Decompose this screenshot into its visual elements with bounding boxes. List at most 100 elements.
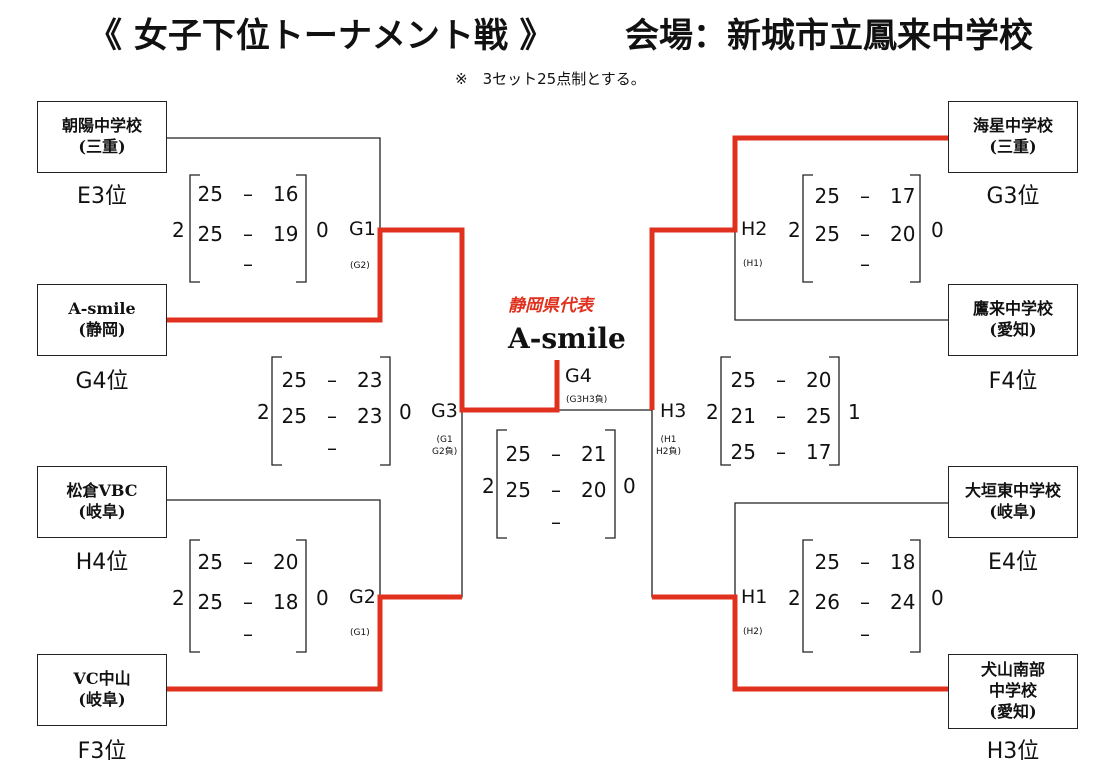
team-pref: (岐阜) [78,690,126,709]
champion-name: A-smile [508,322,626,355]
h1-sub: (H2) [743,627,763,637]
team-rank: F4位 [988,369,1038,394]
team-box-t2: A-smile (静岡) [37,284,167,356]
g3-sub: (G1 G2負) [432,435,457,458]
team-box-t5: 海星中学校 (三重) [948,101,1078,173]
g3-set1: 25 – 23 [281,368,383,392]
h3-label: H3 [660,400,687,422]
winner-path-left [167,227,560,413]
h3-sub-line2: H2負) [656,446,682,457]
team-pref: (三重) [989,137,1037,156]
h1-set1: 25 – 18 [814,550,916,574]
g1-set2: 25 – 19 [197,222,299,246]
h3-set3: 25 – 17 [730,440,832,464]
team-rank: H3位 [986,739,1040,764]
page-title: 《 女子下位トーナメント戦 》 [88,16,554,56]
h2-set3: – [860,252,870,276]
h3-sub: (H1 H2負) [656,435,681,458]
h3-right-sets: 1 [848,400,861,424]
bracket-h1 [802,539,921,653]
bracket-g2 [189,539,307,653]
rules-note: ※ 3セット25点制とする。 [455,70,646,88]
h3-sub-line1: (H1 [660,435,677,445]
line-g2-top [167,499,381,597]
h2-right-sets: 0 [931,218,944,242]
team-rank: F3位 [77,739,127,764]
h2-label: H2 [741,218,768,240]
g1-sub: (G2) [350,261,370,271]
team-name: 海星中学校 [972,116,1053,136]
team-rank: E3位 [77,184,127,209]
h2-set2: 25 – 20 [814,222,916,246]
h3-set1: 25 – 20 [730,368,832,392]
team-name: A-smile [68,299,136,319]
team-box-t1: 朝陽中学校 (三重) [37,101,167,173]
team-name: 大垣東中学校 [964,481,1061,501]
h1-set2: 26 – 24 [814,590,916,614]
team-pref: (岐阜) [78,502,126,521]
h3-left-sets: 2 [706,400,719,424]
team-box-t4: VC中山 (岐阜) [37,654,167,726]
g2-label: G2 [349,586,376,608]
team-box-t7: 大垣東中学校 (岐阜) [948,466,1078,538]
g3-set3: – [327,436,337,460]
g3-left-sets: 2 [257,400,270,424]
team-pref: (岐阜) [989,502,1037,521]
g1-set1: 25 – 16 [197,182,299,206]
bracket-g3 [271,356,391,466]
team-name: 朝陽中学校 [61,116,142,136]
g4-right-sets: 0 [623,474,636,498]
team-name: VC中山 [73,669,131,689]
bracket-h2 [802,174,921,283]
bracket-h3 [720,356,840,466]
bracket-g4 [496,429,616,539]
line-g1-top [167,137,381,230]
bracket-g1 [189,174,307,283]
g3-right-sets: 0 [399,400,412,424]
team-name: 犬山南部 [980,660,1045,680]
g3-sub-line1: (G1 [436,435,453,445]
g3-set2: 25 – 23 [281,404,383,428]
g1-right-sets: 0 [316,218,329,242]
winner-path-g2 [167,594,462,692]
g4-sub: (G3H3負) [566,395,608,405]
team-name: 松倉VBC [66,481,138,501]
representative-label: 静岡県代表 [508,296,593,316]
team-rank: H4位 [75,550,129,575]
g1-label: G1 [349,218,376,240]
g4-label: G4 [565,365,592,387]
venue-title: 会場：新城市立鳳来中学校 [625,16,1033,56]
team-box-t3: 松倉VBC (岐阜) [37,466,167,538]
g4-set1: 25 – 21 [505,442,607,466]
team-rank: G4位 [75,369,129,394]
g4-set3: – [551,510,561,534]
team-pref: (静岡) [78,320,126,339]
team-rank: G3位 [986,184,1040,209]
team-pref: (愛知) [989,320,1037,339]
team-box-t6: 鷹来中学校 (愛知) [948,284,1078,356]
winner-path-h2 [649,135,948,410]
h2-set1: 25 – 17 [814,184,916,208]
team-rank: E4位 [988,550,1038,575]
h2-left-sets: 2 [788,218,801,242]
team-pref: (愛知) [989,701,1037,721]
g2-set1: 25 – 20 [197,550,299,574]
line-h1-upper [734,502,948,597]
g4-left-sets: 2 [482,474,495,498]
winner-lines [167,135,948,692]
g2-set3: – [243,622,253,646]
g1-set3: – [243,252,253,276]
team-name: 鷹来中学校 [972,299,1053,319]
g3-label: G3 [431,400,458,422]
g2-left-sets: 2 [172,586,185,610]
g2-set2: 25 – 18 [197,590,299,614]
h1-label: H1 [741,586,768,608]
h1-left-sets: 2 [788,586,801,610]
g2-sub: (G1) [350,628,370,638]
team-name-line2: 中学校 [988,681,1037,701]
g2-right-sets: 0 [316,586,329,610]
h1-right-sets: 0 [931,586,944,610]
team-box-t8: 犬山南部 中学校 (愛知) [948,654,1078,729]
h3-set2: 21 – 25 [730,404,832,428]
